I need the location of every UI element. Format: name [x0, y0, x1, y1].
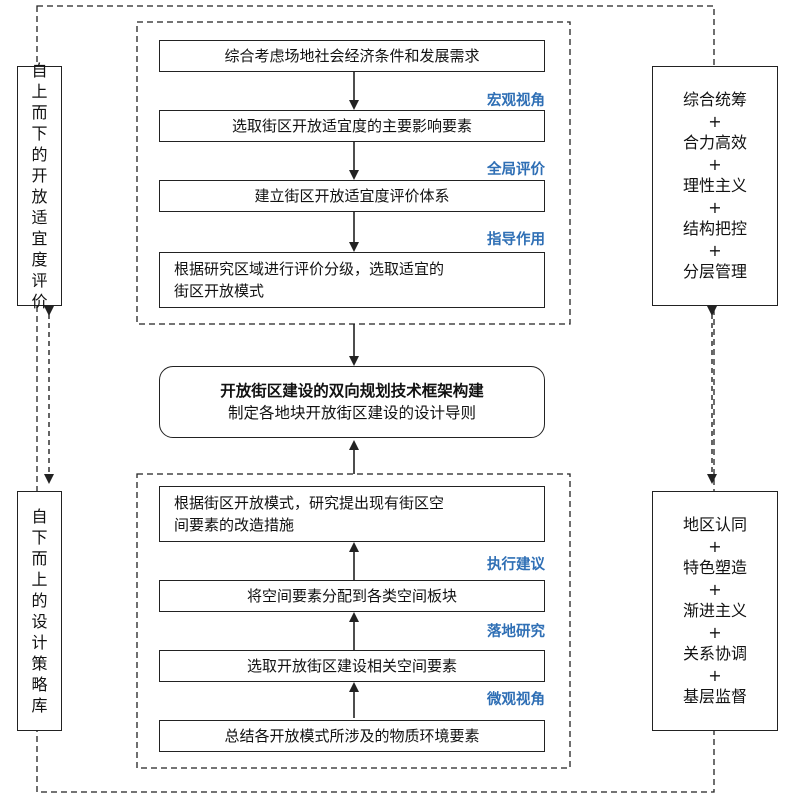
central-framework-box: 开放街区建设的双向规划技术框架构建 制定各地块开放街区建设的设计导则 [159, 366, 545, 438]
plus-sign: + [708, 579, 722, 599]
principle-item: 特色塑造 [682, 558, 747, 578]
principle-item: 关系协调 [682, 644, 747, 664]
vertical-char: 适 [31, 208, 48, 227]
vertical-char: 而 [31, 103, 48, 122]
vertical-char: 放 [31, 187, 48, 206]
vertical-char: 的 [31, 145, 48, 164]
plus-sign: + [708, 154, 722, 174]
principle-item: 地区认同 [682, 515, 747, 535]
bottom-step-1: 根据街区开放模式，研究提出现有街区空 间要素的改造措施 [159, 486, 545, 542]
bottom-step-2: 将空间要素分配到各类空间板块 [159, 580, 545, 612]
bottom-label-1: 执行建议 [487, 557, 545, 573]
top-step-4-text: 根据研究区域进行评价分级，选取适宜的 街区开放模式 [174, 260, 445, 300]
plus-sign: + [708, 536, 722, 556]
vertical-char: 计 [31, 633, 48, 652]
plus-sign: + [708, 197, 722, 217]
plus-sign: + [708, 111, 722, 131]
plus-sign: + [708, 622, 722, 642]
top-step-2: 选取街区开放适宜度的主要影响要素 [159, 110, 545, 142]
bottom-dashed-group [136, 473, 571, 769]
top-step-4: 根据研究区域进行评价分级，选取适宜的 街区开放模式 [159, 252, 545, 308]
left-bottom-text: 自下而上的设计策略库 [31, 506, 47, 716]
vertical-char: 设 [31, 612, 48, 631]
principle-item: 分层管理 [682, 262, 747, 282]
bottom-step-3-text: 选取开放街区建设相关空间要素 [246, 657, 457, 675]
central-subtitle: 制定各地块开放街区建设的设计导则 [227, 404, 476, 422]
principle-item: 合力高效 [682, 133, 747, 153]
plus-sign: + [708, 240, 722, 260]
principle-item: 结构把控 [682, 219, 747, 239]
top-step-2-text: 选取街区开放适宜度的主要影响要素 [231, 117, 472, 135]
top-label-3: 指导作用 [487, 232, 545, 248]
bottom-step-4: 总结各开放模式所涉及的物质环境要素 [159, 720, 545, 752]
vertical-char: 上 [31, 570, 48, 589]
bottom-step-4-text: 总结各开放模式所涉及的物质环境要素 [224, 727, 480, 745]
top-step-1: 综合考虑场地社会经济条件和发展需求 [159, 40, 545, 72]
vertical-char: 度 [31, 250, 48, 269]
bottom-label-2: 落地研究 [487, 624, 545, 640]
vertical-char: 而 [31, 549, 48, 568]
vertical-char: 策 [31, 654, 48, 673]
vertical-char: 下 [31, 528, 48, 547]
left-top-text: 自上而下的开放适宜度评价 [31, 60, 47, 312]
principle-item: 渐进主义 [682, 601, 747, 621]
principle-item: 理性主义 [682, 176, 747, 196]
vertical-char: 略 [31, 675, 48, 694]
left-bottom-box: 自下而上的设计策略库 [17, 491, 62, 731]
top-step-3-text: 建立街区开放适宜度评价体系 [254, 187, 450, 205]
right-top-box: 综合统筹+合力高效+理性主义+结构把控+分层管理 [652, 66, 778, 306]
vertical-char: 评 [31, 271, 48, 290]
top-step-1-text: 综合考虑场地社会经济条件和发展需求 [224, 47, 480, 65]
vertical-char: 自 [31, 507, 48, 526]
right-top-list: 综合统筹+合力高效+理性主义+结构把控+分层管理 [683, 89, 747, 283]
principle-item: 基层监督 [682, 687, 747, 707]
right-bottom-list: 地区认同+特色塑造+渐进主义+关系协调+基层监督 [683, 514, 747, 708]
bottom-step-1-text: 根据街区开放模式，研究提出现有街区空 间要素的改造措施 [174, 494, 445, 534]
plus-sign: + [708, 665, 722, 685]
top-step-3: 建立街区开放适宜度评价体系 [159, 180, 545, 212]
top-label-1: 宏观视角 [487, 93, 545, 109]
vertical-char: 库 [31, 696, 48, 715]
principle-item: 综合统筹 [682, 90, 747, 110]
vertical-char: 宜 [31, 229, 48, 248]
left-top-box: 自上而下的开放适宜度评价 [17, 61, 62, 311]
vertical-char: 的 [31, 591, 48, 610]
vertical-char: 上 [31, 82, 48, 101]
vertical-char: 开 [31, 166, 48, 185]
central-title: 开放街区建设的双向规划技术框架构建 [220, 382, 484, 400]
vertical-char: 下 [31, 124, 48, 143]
bottom-step-3: 选取开放街区建设相关空间要素 [159, 650, 545, 682]
right-bottom-box: 地区认同+特色塑造+渐进主义+关系协调+基层监督 [652, 491, 778, 731]
bottom-label-3: 微观视角 [487, 692, 545, 708]
vertical-char: 自 [31, 61, 48, 80]
vertical-char: 价 [31, 292, 48, 311]
bottom-step-2-text: 将空间要素分配到各类空间板块 [246, 587, 457, 605]
top-label-2: 全局评价 [487, 162, 545, 178]
